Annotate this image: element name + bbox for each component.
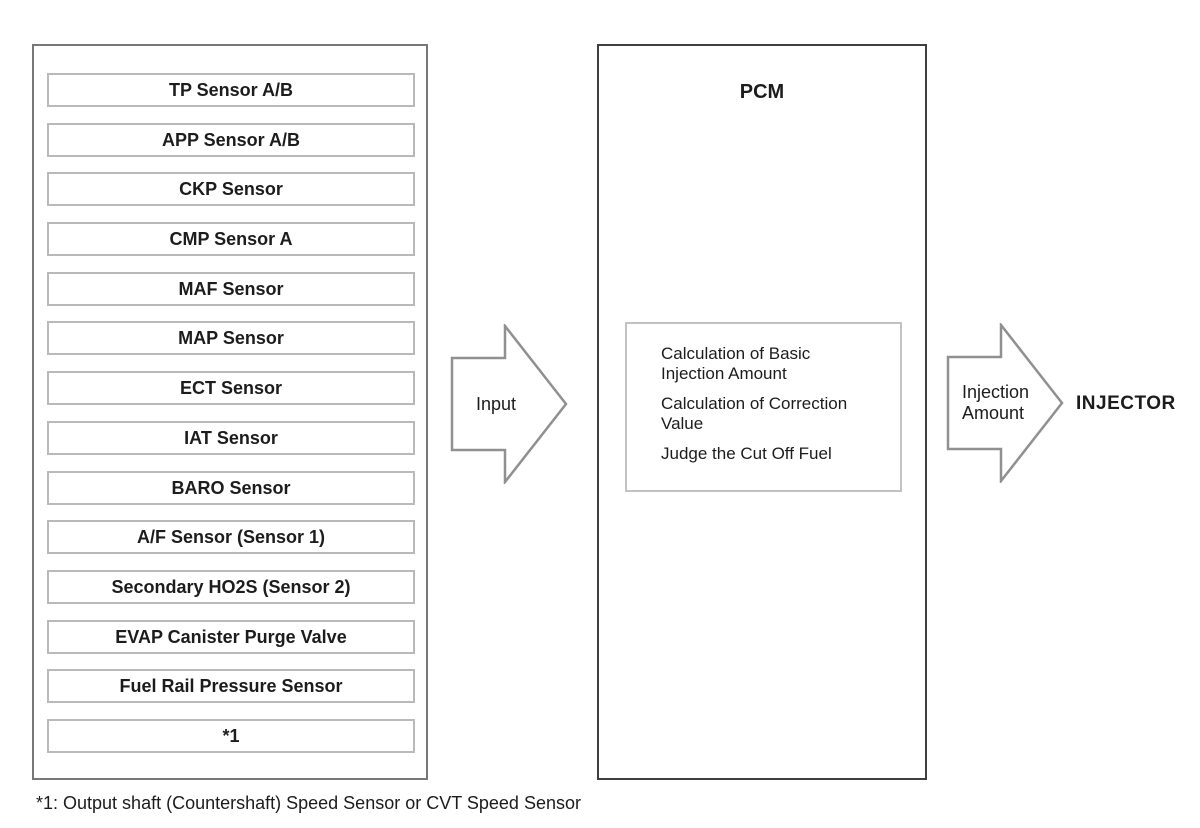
input-arrow-label: Input (475, 394, 517, 414)
sensor-box-evap: EVAP Canister Purge Valve (47, 619, 415, 654)
sensor-label: APP Sensor A/B (161, 129, 301, 150)
sensors-panel: TP Sensor A/B APP Sensor A/B CKP Sensor … (32, 44, 428, 780)
sensor-label: Fuel Rail Pressure Sensor (119, 676, 343, 697)
sensor-label: A/F Sensor (Sensor 1) (136, 527, 326, 548)
footnote: *1: Output shaft (Countershaft) Speed Se… (36, 793, 581, 813)
sensor-box-af: A/F Sensor (Sensor 1) (47, 520, 415, 555)
output-arrow: Injection Amount (946, 323, 1064, 483)
sensor-box-baro: BARO Sensor (47, 470, 415, 505)
sensor-box-cmp: CMP Sensor A (47, 222, 415, 257)
sensor-box-fuel-rail: Fuel Rail Pressure Sensor (47, 669, 415, 704)
sensor-label: CMP Sensor A (169, 229, 293, 250)
right-arrow-icon (946, 323, 1064, 483)
pcm-function-correction-value: Calculation of Correction Value (661, 394, 848, 433)
sensor-label: *1 (222, 725, 240, 746)
pcm-function-basic-injection: Calculation of Basic Injection Amount (661, 344, 811, 383)
sensor-box-tp: TP Sensor A/B (47, 73, 415, 107)
sensor-box-ho2s: Secondary HO2S (Sensor 2) (47, 569, 415, 604)
pcm-function-cut-off-fuel: Judge the Cut Off Fuel (661, 444, 832, 463)
injector-label: INJECTOR (1076, 393, 1176, 414)
sensor-box-app: APP Sensor A/B (47, 122, 415, 157)
sensor-label: MAP Sensor (178, 328, 284, 349)
sensor-box-iat: IAT Sensor (47, 420, 415, 455)
output-arrow-label: Injection Amount (962, 382, 1030, 423)
sensor-label: CKP Sensor (179, 179, 283, 200)
sensor-label: MAF Sensor (178, 278, 284, 299)
sensor-box-footnote-ref: *1 (47, 718, 415, 753)
sensor-box-ckp: CKP Sensor (47, 172, 415, 207)
sensor-label: BARO Sensor (171, 477, 291, 498)
input-arrow: Input (450, 324, 568, 484)
right-arrow-icon (450, 324, 568, 484)
sensor-box-map: MAP Sensor (47, 321, 415, 356)
sensor-label: ECT Sensor (179, 378, 283, 399)
pcm-calculation-box: Calculation of Basic Injection Amount Ca… (625, 322, 902, 492)
sensor-label: EVAP Canister Purge Valve (115, 626, 347, 647)
sensor-box-maf: MAF Sensor (47, 271, 415, 306)
sensor-box-ect: ECT Sensor (47, 371, 415, 406)
sensor-label: Secondary HO2S (Sensor 2) (111, 576, 351, 597)
pcm-title: PCM (739, 81, 785, 103)
sensor-label: TP Sensor A/B (168, 80, 294, 100)
sensor-label: IAT Sensor (184, 427, 278, 448)
